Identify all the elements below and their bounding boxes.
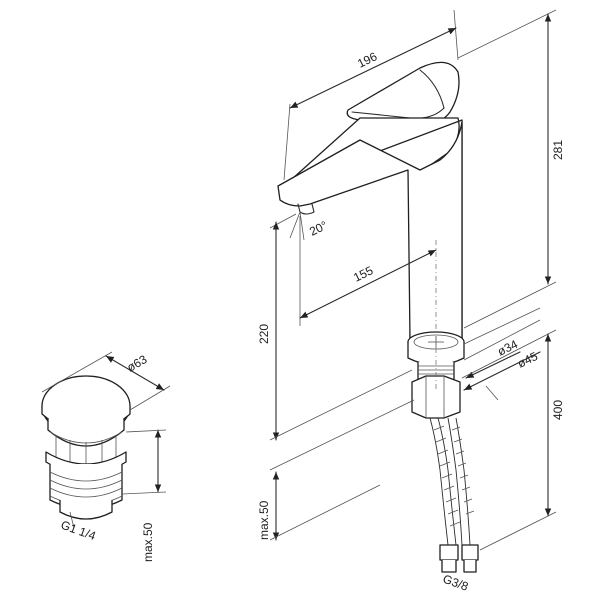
label-max-thickness-faucet: max.50 xyxy=(257,500,271,540)
label-height-total: 281 xyxy=(551,140,565,160)
label-spout-angle: 20° xyxy=(307,218,330,239)
label-drain-diameter: ø63 xyxy=(125,352,150,375)
label-drain-max: max.50 xyxy=(141,522,155,562)
label-hose-length: 400 xyxy=(551,400,565,420)
label-spout-height: 220 xyxy=(257,324,271,344)
label-base-diameter-small: ø34 xyxy=(495,337,520,359)
faucet-lock-nut xyxy=(411,375,461,419)
drain-drawing xyxy=(41,351,171,529)
supply-hoses xyxy=(429,417,479,573)
dimension-lines xyxy=(269,9,557,551)
label-drain-thread: G1 1/4 xyxy=(59,518,98,544)
faucet-lever xyxy=(346,61,460,124)
label-width-total: 196 xyxy=(355,49,379,71)
faucet-drawing xyxy=(277,61,479,573)
dimension-labels: 196 281 155 220 20° ø34 ø45 400 max.50 ø… xyxy=(59,49,565,594)
faucet-spout xyxy=(277,121,463,341)
label-hose-thread: G3/8 xyxy=(441,572,471,594)
